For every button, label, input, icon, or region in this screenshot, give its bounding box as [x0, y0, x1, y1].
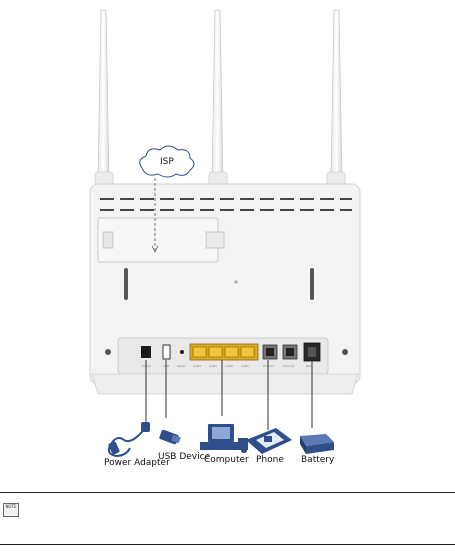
computer-label: Computer [204, 455, 249, 465]
power-adapter-icon [108, 422, 150, 456]
lan-ports [190, 344, 258, 360]
usb-port [163, 345, 170, 359]
battery-label: Battery [301, 455, 334, 465]
svg-text:BAT: BAT [306, 364, 312, 368]
computer-icon [200, 424, 248, 453]
svg-text:LAN1: LAN1 [241, 364, 249, 368]
power-port [141, 346, 151, 358]
svg-text:Power: Power [142, 364, 152, 368]
note-bottom-divider [0, 544, 455, 545]
note-top-divider [0, 492, 455, 493]
svg-text:Reset: Reset [177, 364, 186, 368]
svg-text:Phone2: Phone2 [283, 364, 294, 368]
antenna-center [212, 10, 223, 180]
svg-text:LAN3: LAN3 [209, 364, 217, 368]
reset-button [180, 350, 184, 354]
svg-text:LAN2: LAN2 [225, 364, 233, 368]
antenna-left [98, 10, 109, 180]
svg-text:Phone1: Phone1 [263, 364, 274, 368]
battery-cover [98, 218, 218, 262]
antenna-right [331, 10, 342, 180]
phone-icon [246, 428, 292, 454]
isp-label: ISP [160, 157, 174, 167]
note-icon: NOTE [3, 503, 19, 517]
svg-text:LAN4: LAN4 [193, 364, 201, 368]
battery-icon [300, 434, 334, 454]
usb-device-label: USB Device [158, 452, 210, 462]
usb-device-icon [159, 429, 181, 445]
router-body: Power USB Reset LAN4 LAN3 LAN2 LAN1 Phon… [90, 184, 360, 394]
phone-label: Phone [256, 455, 284, 465]
